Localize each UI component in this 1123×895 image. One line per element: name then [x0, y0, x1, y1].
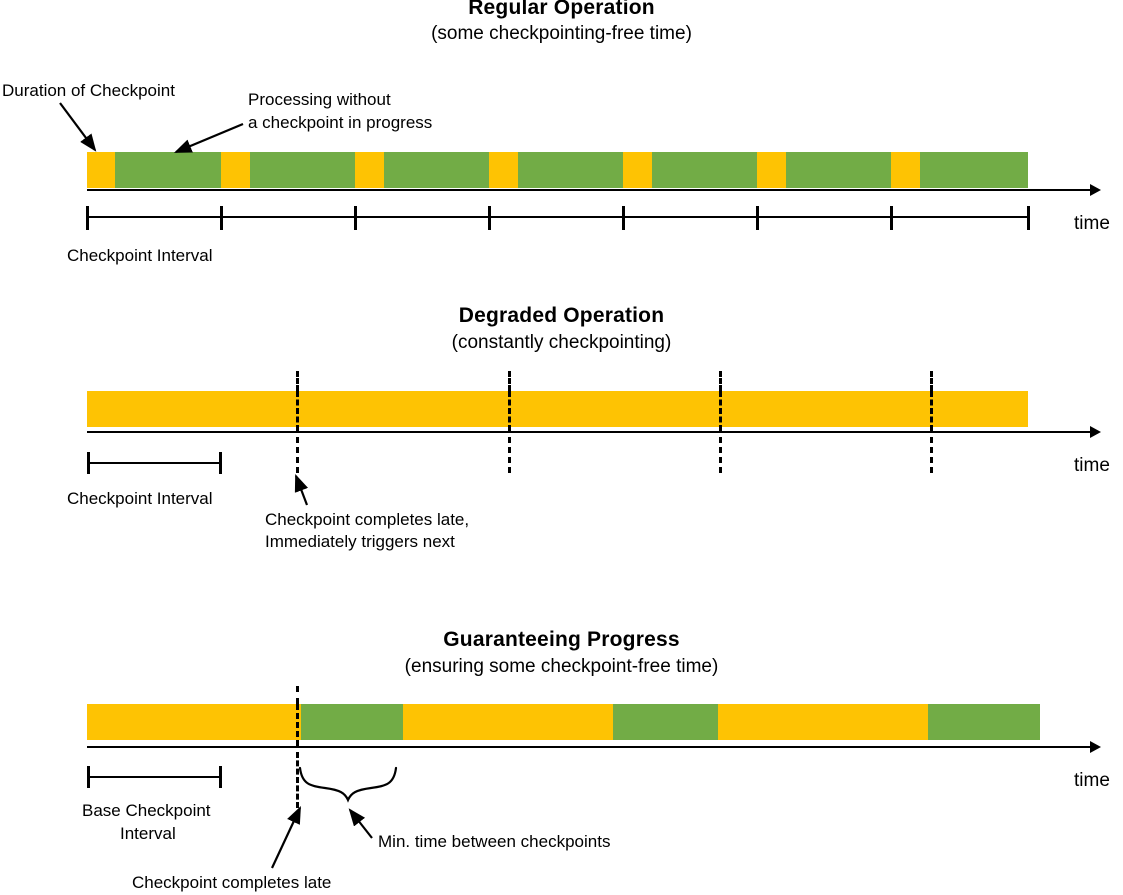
arrow-min-time-between-checkpoints	[348, 808, 373, 839]
interval-axis-rule	[87, 216, 1028, 218]
arrow-checkpoint-completes-late-3	[271, 806, 301, 869]
bar-segment-checkpoint	[87, 152, 115, 188]
time-axis-line-3	[87, 746, 1092, 748]
bar-segment-processing	[613, 704, 718, 740]
bar-segment-checkpoint	[87, 391, 1028, 427]
bar-segment-checkpoint	[221, 152, 250, 188]
bar-segment-checkpoint	[718, 704, 928, 740]
timeline-bar-regular	[87, 152, 1028, 188]
checkpoint-boundary-dashed-line	[296, 704, 299, 746]
time-axis-arrow-2	[1090, 426, 1101, 438]
time-axis-arrow-1	[1090, 184, 1101, 196]
annotation-base-interval-line2: Interval	[120, 824, 176, 843]
checkpoint-boundary-dashed-line	[296, 437, 299, 473]
panel2-title: Degraded Operation	[458, 304, 665, 327]
timeline-bar-degraded	[87, 391, 1028, 427]
panel1-subtitle: (some checkpointing-free time)	[431, 23, 692, 44]
checkpoint-boundary-dashed-line	[296, 752, 299, 808]
time-axis-arrow-3	[1090, 741, 1101, 753]
interval-tick	[488, 206, 491, 230]
annotation-completes-late-line1: Checkpoint completes late,	[265, 510, 470, 529]
time-axis-line-2	[87, 431, 1092, 433]
bar-segment-processing	[518, 152, 623, 188]
checkpoint-boundary-dashed-line	[296, 391, 299, 431]
checkpoint-boundary-dashed-line	[508, 437, 511, 473]
bar-segment-processing	[920, 152, 1028, 188]
checkpoint-boundary-dashed-line	[930, 391, 933, 431]
bar-segment-checkpoint	[403, 704, 613, 740]
interval-tick	[890, 206, 893, 230]
interval-tick	[220, 206, 223, 230]
checkpoint-boundary-dashed-line	[719, 391, 722, 431]
checkpoint-boundary-dashed-line	[930, 371, 933, 391]
bar-segment-checkpoint	[489, 152, 518, 188]
bar-segment-checkpoint	[891, 152, 920, 188]
bar-segment-processing	[384, 152, 489, 188]
checkpoint-boundary-dashed-line	[508, 391, 511, 431]
interval-tick	[756, 206, 759, 230]
annotation-completes-late-line2: Immediately triggers next	[265, 532, 455, 551]
checkpoint-boundary-dashed-line	[930, 437, 933, 473]
bar-segment-checkpoint	[757, 152, 786, 188]
checkpoint-boundary-dashed-line	[719, 437, 722, 473]
bar-segment-processing	[928, 704, 1040, 740]
bar-segment-processing	[115, 152, 221, 188]
bar-segment-processing	[652, 152, 757, 188]
annotation-checkpoint-interval-2: Checkpoint Interval	[67, 489, 213, 508]
panel3-title: Guaranteeing Progress	[443, 628, 680, 651]
time-axis-label-2: time	[1074, 455, 1110, 476]
time-axis-label-1: time	[1074, 213, 1110, 234]
checkpoint-interval-axis	[0, 206, 1123, 232]
annotation-duration-of-checkpoint: Duration of Checkpoint	[2, 81, 175, 100]
interval-tick	[354, 206, 357, 230]
arrow-checkpoint-completes-late-2	[294, 473, 309, 506]
checkpoint-boundary-dashed-line	[296, 686, 299, 704]
panel1-title: Regular Operation	[468, 0, 655, 19]
checkpoint-boundary-dashed-line	[508, 371, 511, 391]
bar-segment-checkpoint	[623, 152, 652, 188]
annotation-completes-late-3: Checkpoint completes late	[132, 873, 332, 892]
annotation-base-interval-line1: Base Checkpoint	[82, 801, 211, 820]
annotation-processing-line2: a checkpoint in progress	[248, 113, 433, 132]
panel2-subtitle: (constantly checkpointing)	[451, 332, 672, 353]
time-axis-label-3: time	[1074, 770, 1110, 791]
arrow-duration-of-checkpoint	[59, 102, 97, 152]
bar-segment-checkpoint	[87, 704, 301, 740]
timeline-bar-guaranteeing	[87, 704, 1040, 740]
annotation-min-time-between-checkpoints: Min. time between checkpoints	[378, 832, 611, 851]
bar-segment-processing	[301, 704, 403, 740]
annotation-processing-line1: Processing without	[248, 90, 391, 109]
interval-tick	[86, 206, 89, 230]
brace-min-time-between-checkpoints	[298, 766, 398, 803]
checkpoint-boundary-dashed-line	[296, 371, 299, 391]
panel3-subtitle: (ensuring some checkpoint-free time)	[404, 656, 719, 677]
interval-tick	[1027, 206, 1030, 230]
annotation-checkpoint-interval-1: Checkpoint Interval	[67, 246, 213, 265]
interval-tick	[622, 206, 625, 230]
arrow-processing-without	[173, 122, 244, 154]
checkpoint-boundary-dashed-line	[719, 371, 722, 391]
time-axis-line-1	[87, 189, 1092, 191]
bar-segment-processing	[250, 152, 355, 188]
bar-segment-processing	[786, 152, 891, 188]
bar-segment-checkpoint	[355, 152, 384, 188]
